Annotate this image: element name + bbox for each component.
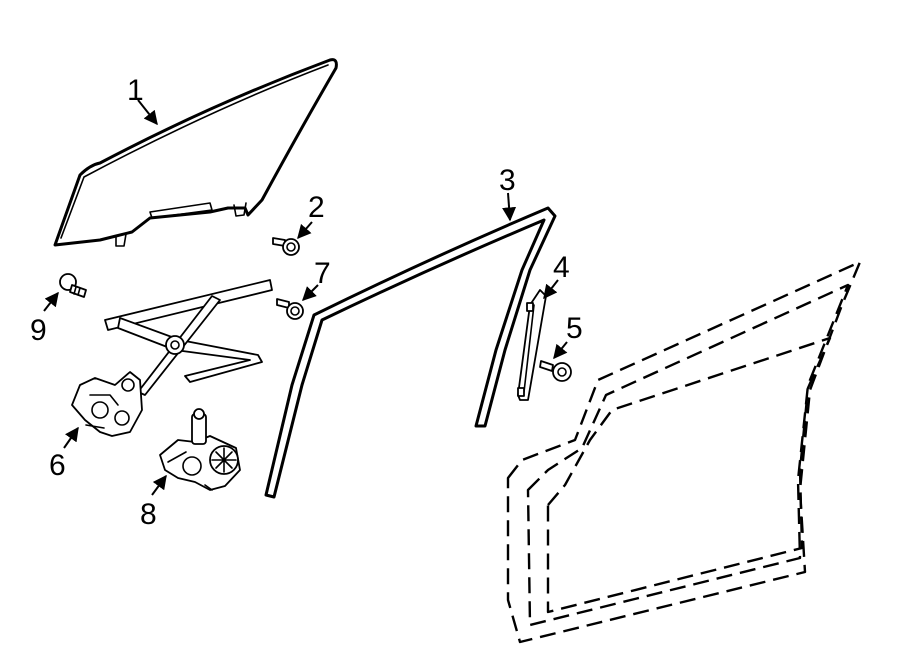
window-motor: [159, 408, 241, 491]
callout-9: 9: [30, 314, 47, 347]
callout-7: 7: [314, 257, 331, 290]
callout-4: 4: [553, 251, 570, 284]
bolt-9: [59, 273, 87, 298]
glass-run-channel: [264, 206, 557, 499]
window-regulator: [71, 279, 273, 437]
bolt-5: [539, 360, 572, 382]
door-glass: [53, 58, 338, 247]
bolt: [272, 237, 300, 256]
callout-2: 2: [308, 191, 325, 224]
guide-channel: [517, 289, 547, 401]
callout-1: 1: [127, 74, 144, 107]
callout-8: 8: [140, 498, 157, 531]
bolt-7: [276, 298, 304, 320]
callout-5: 5: [566, 312, 583, 345]
callout-3: 3: [499, 164, 516, 197]
callout-6: 6: [49, 449, 66, 482]
leader-lines: [43, 99, 568, 496]
door-outline: [506, 260, 862, 644]
